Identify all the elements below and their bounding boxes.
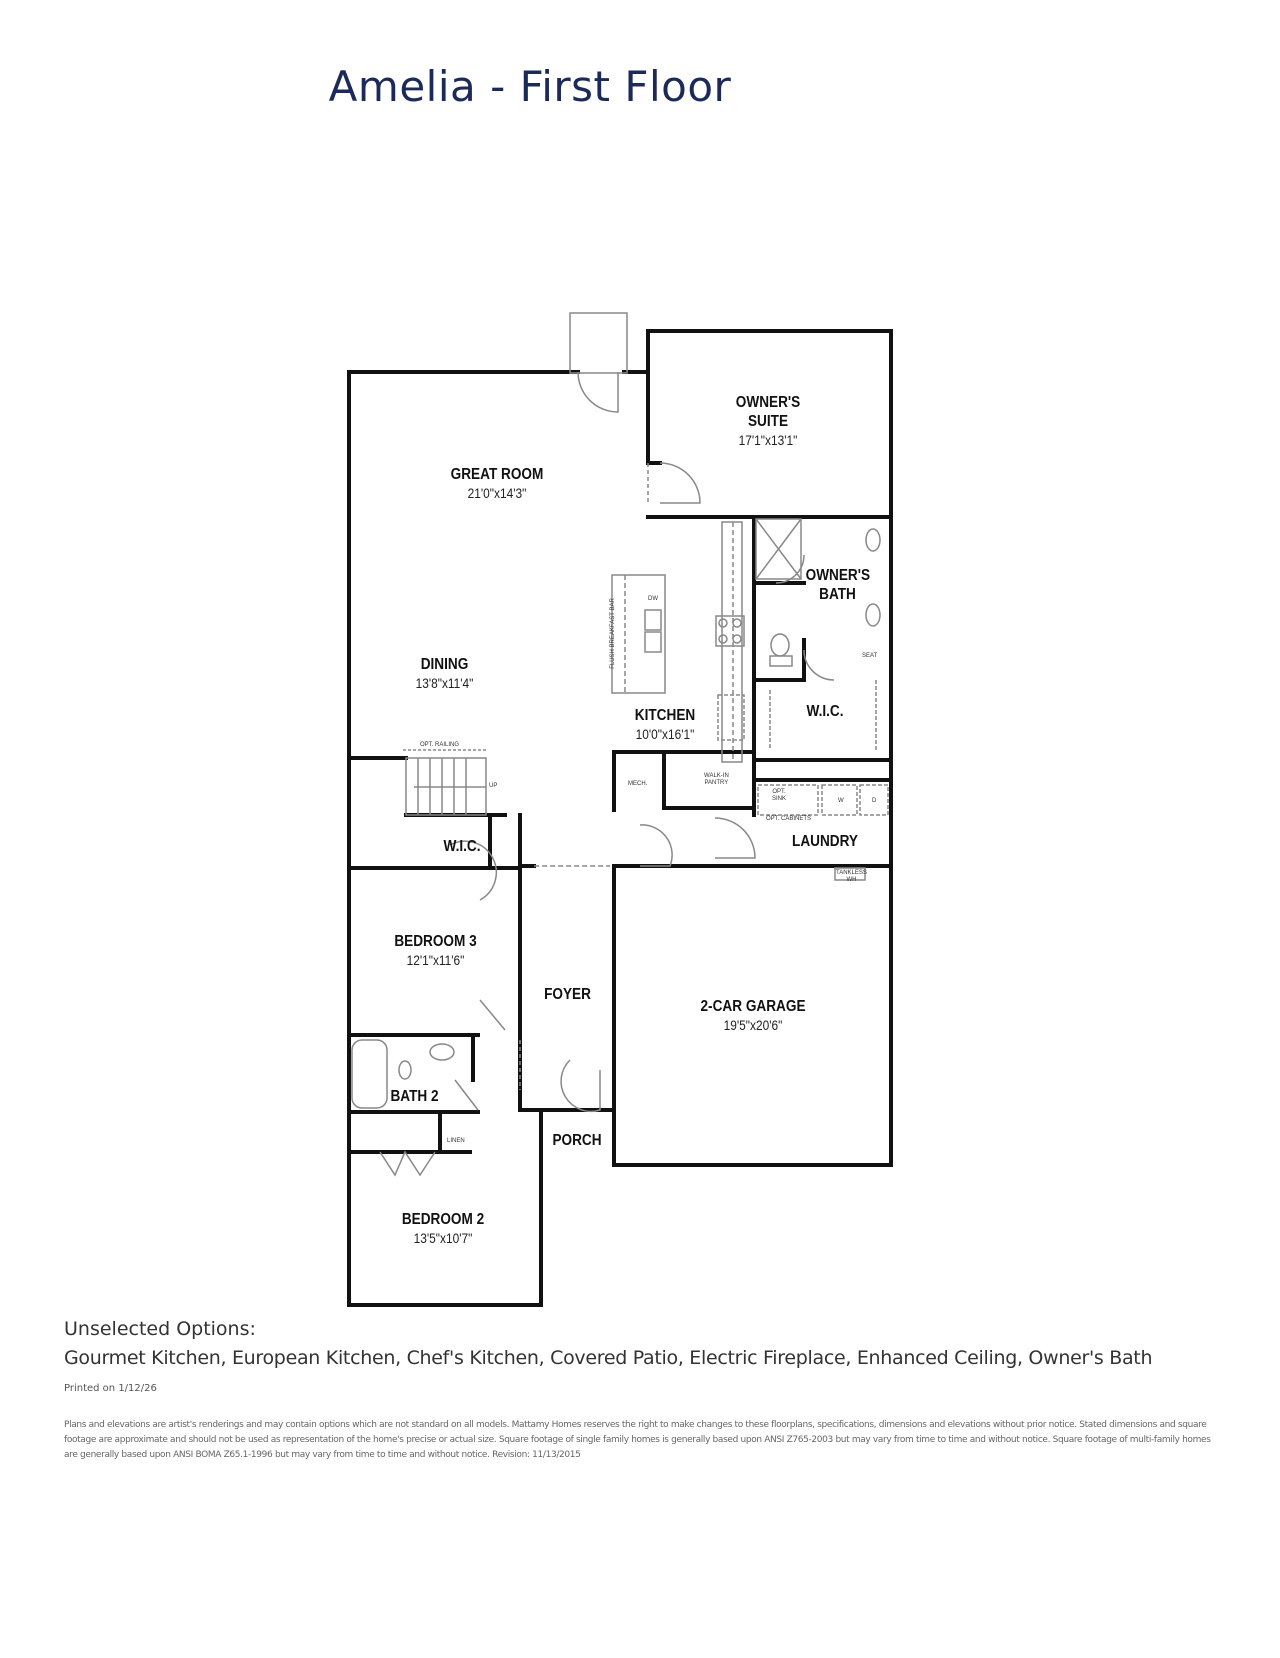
room-name: W.I.C. [443, 838, 481, 855]
room-owners-bath: OWNER'S BATH [806, 566, 870, 604]
label-line: SINK [772, 796, 787, 802]
room-dimensions: 13'8"x11'4" [415, 675, 474, 691]
room-owners-suite: OWNER'S SUITE 17'1"x13'1" [726, 393, 811, 450]
room-bedroom-3: BEDROOM 3 12'1"x11'6" [391, 932, 480, 970]
unselected-options-list: Gourmet Kitchen, European Kitchen, Chef'… [64, 1347, 1153, 1369]
label-line: WALK-IN [704, 773, 729, 779]
room-dimensions: 13'5"x10'7" [413, 1230, 473, 1246]
room-name: 2-CAR GARAGE [700, 998, 806, 1015]
room-dimensions: 10'0"x16'1" [635, 726, 695, 742]
room-name: BATH 2 [390, 1088, 439, 1105]
room-great-room: GREAT ROOM 21'0"x14'3" [442, 465, 553, 503]
room-porch: PORCH [548, 1131, 606, 1150]
label-opt-cabinets: OPT. CABINETS [766, 816, 812, 822]
room-dimensions: 19'5"x20'6" [723, 1017, 783, 1033]
disclaimer-text: Plans and elevations are artist's render… [64, 1420, 1211, 1460]
floor-plan-drawing [347, 312, 893, 1307]
label-opt-railing: OPT. RAILING [420, 742, 460, 748]
room-name: OWNER'S [805, 567, 871, 584]
room-name: SUITE [747, 413, 789, 430]
label-seat: SEAT [862, 653, 878, 659]
room-bedroom-2: BEDROOM 2 13'5"x10'7" [396, 1210, 490, 1248]
label-opt-sink: OPT. SINK [772, 789, 786, 803]
label-washer: W [838, 798, 844, 804]
room-garage: 2-CAR GARAGE 19'5"x20'6" [698, 997, 809, 1035]
label-dishwasher: DW [648, 596, 658, 602]
room-name: DINING [420, 656, 469, 673]
room-dimensions: 21'0"x14'3" [467, 485, 527, 501]
label-tankless-wh: TANKLESS WH [836, 870, 867, 884]
room-name: BEDROOM 3 [394, 933, 477, 950]
room-bath-2: BATH 2 [387, 1087, 442, 1106]
label-linen: LINEN [447, 1138, 465, 1144]
label-breakfast-bar: FLUSH BREAKFAST BAR [609, 598, 616, 669]
label-line: OPT. [772, 789, 786, 795]
room-name: GREAT ROOM [450, 466, 544, 483]
label-walkin-pantry: WALK-IN PANTRY [704, 773, 729, 787]
floor-plan: OWNER'S SUITE 17'1"x13'1" GREAT ROOM 21'… [347, 312, 893, 1307]
room-name: BATH [819, 586, 856, 603]
label-dryer: D [872, 798, 877, 804]
room-name: LAUNDRY [792, 833, 858, 850]
room-foyer: FOYER [540, 985, 595, 1004]
label-line: PANTRY [704, 780, 729, 786]
room-name: OWNER'S [735, 394, 801, 411]
room-name: FOYER [544, 986, 591, 1003]
label-mech: MECH. [628, 781, 648, 787]
room-name: KITCHEN [634, 707, 696, 724]
room-kitchen: KITCHEN 10'0"x16'1" [627, 706, 704, 744]
unselected-options-heading: Unselected Options: [64, 1318, 256, 1340]
room-dimensions: 12'1"x11'6" [406, 952, 465, 968]
page-title: Amelia - First Floor [328, 62, 732, 111]
printed-date: Printed on 1/12/26 [64, 1383, 157, 1394]
room-name: PORCH [552, 1132, 602, 1149]
room-owners-wic: W.I.C. [800, 702, 851, 721]
room-laundry: LAUNDRY [787, 832, 864, 851]
label-stairs-up: UP [489, 783, 498, 789]
room-name: W.I.C. [806, 703, 844, 720]
room-dining: DINING 13'8"x11'4" [404, 655, 485, 693]
room-dimensions: 17'1"x13'1" [738, 432, 798, 448]
label-line: TANKLESS [836, 870, 867, 876]
room-name: BEDROOM 2 [401, 1211, 485, 1228]
room-stair-wic: W.I.C. [437, 837, 488, 856]
label-line: WH [846, 877, 857, 883]
